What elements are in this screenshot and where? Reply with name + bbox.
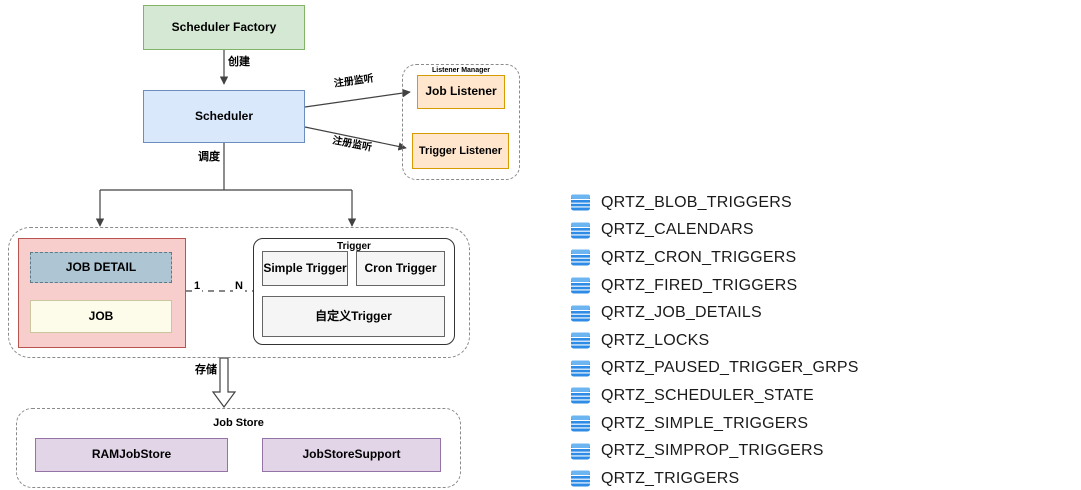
node-custom-trigger: 自定义Trigger <box>262 296 445 337</box>
edge-label-store: 存储 <box>193 364 219 378</box>
edge-register-job-listener <box>304 88 411 108</box>
node-trigger-listener: Trigger Listener <box>412 133 509 169</box>
table-row[interactable]: QRTZ_SIMPLE_TRIGGERS <box>570 410 859 438</box>
group-listener-manager: Listener Manager <box>402 64 520 180</box>
table-row[interactable]: QRTZ_TRIGGERS <box>570 465 859 490</box>
table-name: QRTZ_BLOB_TRIGGERS <box>601 193 792 211</box>
table-name: QRTZ_JOB_DETAILS <box>601 304 762 322</box>
diagram-connectors <box>95 50 411 409</box>
node-scheduler-factory: Scheduler Factory <box>143 5 305 50</box>
group-label-job-store: Job Store <box>213 417 264 429</box>
table-icon <box>570 468 591 489</box>
table-icon <box>570 358 591 379</box>
group-label-listener-manager: Listener Manager <box>432 67 490 74</box>
edge-store-hollow-arrow <box>211 357 237 409</box>
table-row[interactable]: QRTZ_CRON_TRIGGERS <box>570 244 859 272</box>
table-icon <box>570 330 591 351</box>
table-icon <box>570 275 591 296</box>
group-job-store: Job Store <box>16 408 461 488</box>
table-list: QRTZ_BLOB_TRIGGERS QRTZ_CALENDARS QRTZ_C… <box>570 189 859 490</box>
table-icon <box>570 441 591 462</box>
edge-dispatch-trunk <box>100 143 352 191</box>
table-row[interactable]: QRTZ_LOCKS <box>570 327 859 355</box>
node-ram-job-store: RAMJobStore <box>35 438 228 472</box>
group-job-trigger <box>8 227 470 358</box>
table-name: QRTZ_CRON_TRIGGERS <box>601 248 797 266</box>
table-name: QRTZ_FIRED_TRIGGERS <box>601 276 798 294</box>
table-icon <box>570 247 591 268</box>
node-scheduler: Scheduler <box>143 90 305 143</box>
table-icon <box>570 220 591 241</box>
table-name: QRTZ_LOCKS <box>601 331 710 349</box>
table-name: QRTZ_SIMPROP_TRIGGERS <box>601 442 824 460</box>
table-name: QRTZ_PAUSED_TRIGGER_GRPS <box>601 359 859 377</box>
table-icon <box>570 385 591 406</box>
table-row[interactable]: QRTZ_FIRED_TRIGGERS <box>570 272 859 300</box>
table-icon <box>570 192 591 213</box>
table-name: QRTZ_CALENDARS <box>601 221 754 239</box>
node-job-detail: JOB DETAIL <box>30 252 172 283</box>
table-row[interactable]: QRTZ_SIMPROP_TRIGGERS <box>570 437 859 465</box>
node-job-store-support: JobStoreSupport <box>262 438 441 472</box>
table-name: QRTZ_SIMPLE_TRIGGERS <box>601 414 809 432</box>
edge-label-create: 创建 <box>226 56 252 70</box>
group-label-trigger: Trigger <box>337 241 371 252</box>
node-job: JOB <box>30 300 172 333</box>
node-job-listener: Job Listener <box>417 75 505 109</box>
table-icon <box>570 303 591 324</box>
table-icon <box>570 413 591 434</box>
node-simple-trigger: Simple Trigger <box>262 251 348 286</box>
edge-label-dispatch: 调度 <box>196 151 222 165</box>
edge-label-one: 1 <box>192 280 203 294</box>
table-name: QRTZ_TRIGGERS <box>601 469 740 487</box>
table-row[interactable]: QRTZ_PAUSED_TRIGGER_GRPS <box>570 355 859 383</box>
table-row[interactable]: QRTZ_SCHEDULER_STATE <box>570 382 859 410</box>
table-row[interactable]: QRTZ_CALENDARS <box>570 217 859 245</box>
edge-register-trigger-listener <box>304 126 407 151</box>
node-cron-trigger: Cron Trigger <box>356 251 445 286</box>
table-row[interactable]: QRTZ_JOB_DETAILS <box>570 299 859 327</box>
edge-label-many: N <box>233 280 245 294</box>
table-name: QRTZ_SCHEDULER_STATE <box>601 386 814 404</box>
table-row[interactable]: QRTZ_BLOB_TRIGGERS <box>570 189 859 217</box>
